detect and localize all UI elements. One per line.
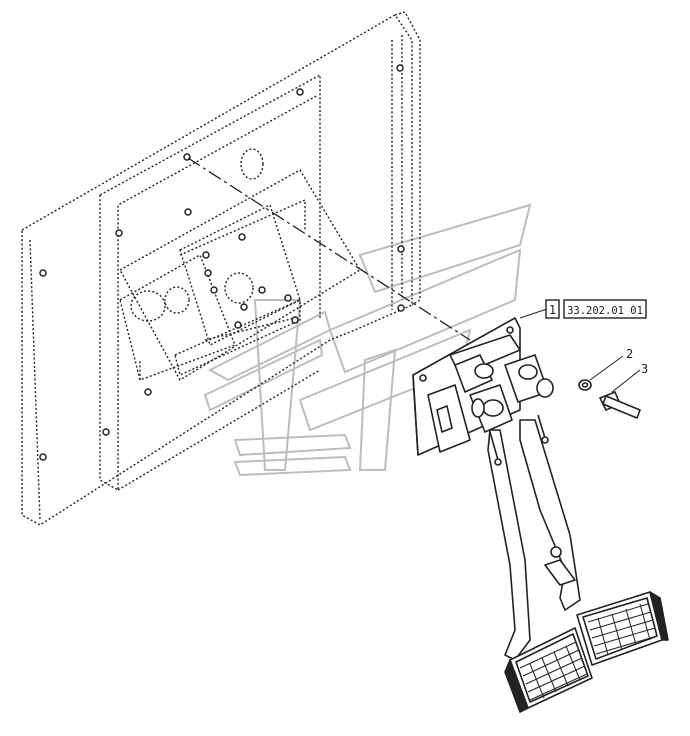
callout-number: 1 <box>549 303 556 317</box>
leader-lines <box>519 308 641 393</box>
callout-code: 33.202.01 01 <box>567 305 643 317</box>
panel-bolt-holes <box>39 64 405 461</box>
item-number-2: 2 <box>626 347 633 361</box>
callout-number-box <box>545 299 560 319</box>
pedal-tread-pattern <box>519 603 658 701</box>
clutch-pedal-pad <box>576 591 669 666</box>
alignment-line <box>187 157 471 341</box>
washer-part <box>578 379 592 391</box>
reference-callout: 1 33.202.01 01 <box>545 299 647 319</box>
bolt-part <box>598 390 642 420</box>
dashboard-panel <box>21 11 421 526</box>
callout-code-box <box>563 299 647 319</box>
item-number-3: 3 <box>641 362 648 376</box>
brake-pedal-pad <box>504 627 593 713</box>
pedal-assembly <box>412 317 669 713</box>
